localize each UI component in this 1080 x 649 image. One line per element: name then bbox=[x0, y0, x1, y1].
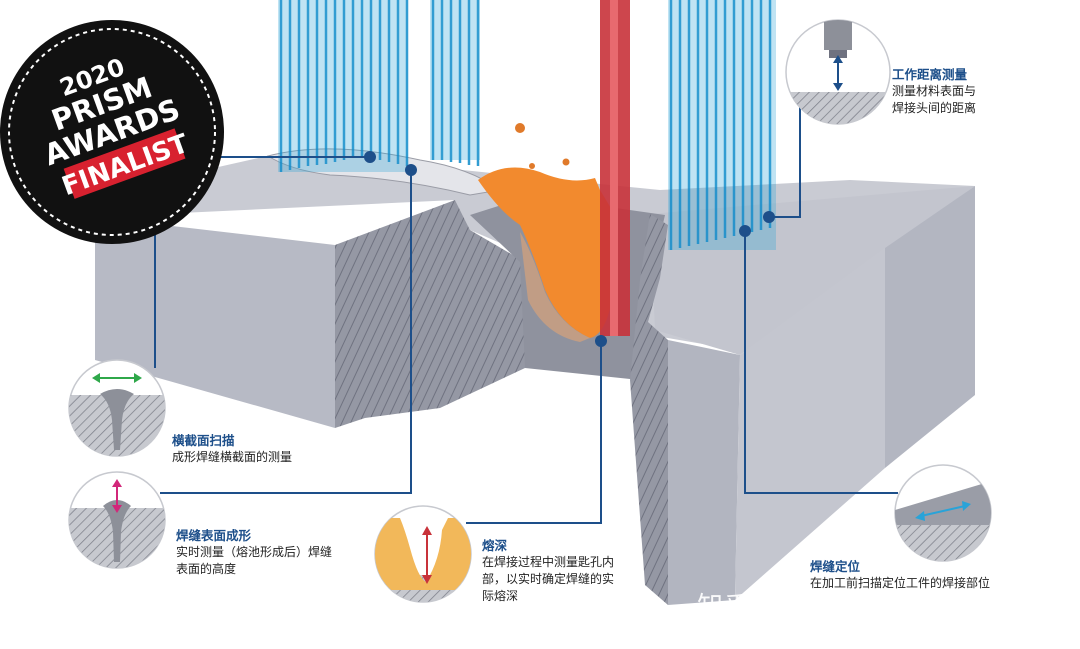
work-distance-inset bbox=[785, 19, 891, 125]
leader-dots bbox=[364, 151, 775, 347]
prism-awards-badge: 2020 PRISM AWARDS FINALIST bbox=[0, 20, 224, 244]
scan-beams-right bbox=[668, 0, 776, 250]
melt-pool-shadow bbox=[520, 232, 590, 342]
seam-position-label: 焊缝定位 在加工前扫描定位工件的焊接部位 bbox=[810, 558, 990, 592]
spatter bbox=[562, 158, 570, 166]
penetration-inset bbox=[374, 505, 472, 603]
penetration-desc-3: 际熔深 bbox=[482, 589, 519, 603]
seam-position-desc-1: 在加工前扫描定位工件的焊接部位 bbox=[810, 576, 991, 590]
penetration-title: 熔深 bbox=[482, 538, 508, 553]
workpiece-far-right-side bbox=[885, 186, 975, 468]
cross-section-inset bbox=[68, 359, 166, 457]
scan-beams-left bbox=[278, 0, 409, 172]
surface-form-label: 焊缝表面成形 实时测量（熔池形成后）焊缝 表面的高度 bbox=[176, 527, 332, 578]
surface-form-desc-2: 表面的高度 bbox=[176, 562, 237, 576]
work-distance-desc-1: 测量材料表面与 bbox=[892, 84, 977, 98]
workpiece-right-front bbox=[668, 340, 740, 605]
surface-form-title: 焊缝表面成形 bbox=[176, 528, 252, 543]
work-distance-label: 工作距离测量 测量材料表面与 焊接头间的距离 bbox=[892, 66, 976, 117]
cross-section-title: 横截面扫描 bbox=[172, 433, 235, 448]
laser-beam-core bbox=[610, 0, 618, 336]
watermark-text: 知乎 @刘明星冲压钣金人 bbox=[697, 592, 1004, 622]
melt-pool bbox=[478, 167, 612, 338]
spatter bbox=[515, 123, 525, 133]
seam-position-inset bbox=[894, 464, 992, 562]
scan-beams-middle bbox=[430, 0, 480, 166]
workpiece-right-top bbox=[650, 186, 975, 355]
surface-form-inset bbox=[68, 471, 166, 569]
workpiece-right-side bbox=[735, 248, 885, 600]
workpiece-left-cut-face bbox=[335, 200, 525, 428]
work-distance-title: 工作距离测量 bbox=[892, 67, 968, 82]
penetration-label: 熔深 在焊接过程中测量匙孔内 部，以实时确定焊缝的实 际熔深 bbox=[482, 537, 614, 605]
work-distance-desc-2: 焊接头间的距离 bbox=[892, 101, 977, 115]
seam-position-title: 焊缝定位 bbox=[810, 559, 861, 574]
surface-form-desc-1: 实时测量（熔池形成后）焊缝 bbox=[176, 545, 333, 559]
cross-section-label: 横截面扫描 成形焊缝横截面的测量 bbox=[172, 432, 292, 466]
penetration-desc-2: 部，以实时确定焊缝的实 bbox=[482, 572, 615, 586]
spatter bbox=[529, 163, 535, 169]
workpiece-right-cut-face bbox=[630, 214, 668, 605]
penetration-desc-1: 在焊接过程中测量匙孔内 bbox=[482, 555, 615, 569]
cross-section-desc-1: 成形焊缝横截面的测量 bbox=[172, 450, 293, 464]
